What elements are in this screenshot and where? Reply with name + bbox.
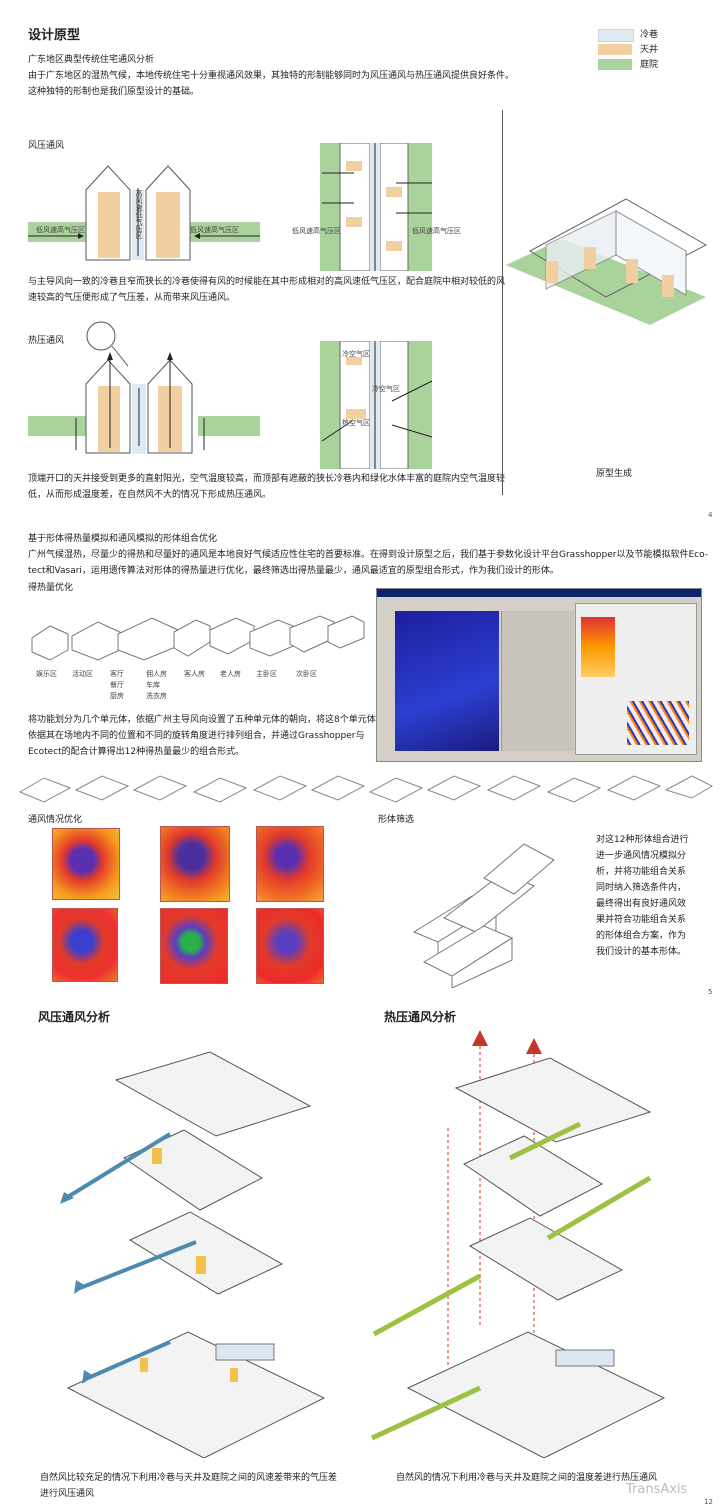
shape-desc-line-6: 果并符合功能组合关系 xyxy=(596,915,687,925)
shape-desc-line-4: 同时纳入筛选条件内， xyxy=(596,883,687,893)
prototype-caption: 原型生成 xyxy=(596,469,633,479)
shape-desc-line-1: 对这12种形体组合进行 xyxy=(596,835,689,845)
page-title: 设计原型 xyxy=(28,28,81,43)
thermal-desc-line-2: 低，从而形成温度差，在自然风不大的情况下形成热压通风。 xyxy=(28,490,272,500)
thermal-analysis-title: 热压通风分析 xyxy=(384,1010,457,1024)
thermal-plan-diagram xyxy=(320,341,433,469)
wind-desc-line-1: 与主导风向一致的冷巷且窄而狭长的冷巷使得有风的时候能在其中形成相对的高风速低气压… xyxy=(28,277,506,287)
wind-low-right-label: 低风速高气压区 xyxy=(190,226,239,234)
wind-plan-low-right: 低风速高气压区 xyxy=(412,227,461,235)
wind-high-center-label: 高风速低气压区 xyxy=(135,190,143,239)
watermark: TransAxis xyxy=(626,1482,688,1497)
wind-exploded-axonometric xyxy=(60,1051,326,1458)
heat-desc-line-2: 依据其在场地内不同的位置和不同的旋转角度进行排列组合，并通过Grasshoppe… xyxy=(28,731,365,741)
shape-desc-line-8: 我们设计的基本形体。 xyxy=(596,947,687,957)
section-subtitle: 广东地区典型传统住宅通风分析 xyxy=(28,55,155,65)
node-canvas xyxy=(501,611,574,751)
wind-plan-low-left: 低风速高气压区 xyxy=(292,227,341,235)
legend-label-garden: 庭院 xyxy=(640,60,659,70)
thermal-hot-label: 热空气区 xyxy=(342,419,370,427)
vent-sim-2 xyxy=(160,826,230,902)
shape-desc-line-5: 最终得出有良好通风效 xyxy=(596,899,687,909)
vent-opt-title: 通风情况优化 xyxy=(28,815,83,825)
wind-section-diagram xyxy=(28,165,260,261)
intro-line-1: 由于广东地区的湿热气候，本地传统住宅十分重视通风效果，其独特的形制能够同时为风压… xyxy=(28,71,515,81)
legend-swatch-courtyard-well xyxy=(598,44,632,55)
wind-analysis-title: 风压通风分析 xyxy=(38,1010,111,1024)
thermal-section-title: 热压通风 xyxy=(28,336,65,346)
vent-sim-5 xyxy=(160,908,228,984)
opt-title: 基于形体得热量模拟和通风模拟的形体组合优化 xyxy=(28,534,218,544)
thermal-section-diagram xyxy=(28,321,260,454)
selected-form-axonometric xyxy=(412,843,555,988)
opt-desc-line-2: tect和Vasari，运用遗传算法对形体的得热量进行优化，最终筛选出得热量最少… xyxy=(28,566,559,576)
column-divider xyxy=(502,110,503,495)
legend-swatch-garden xyxy=(598,59,632,70)
thermal-exploded-axonometric xyxy=(370,1030,666,1458)
thermal-cool-label-2: 冷空气区 xyxy=(372,385,400,393)
heat-desc-line-3: Ecotect的配合计算得出12种得热量最少的组合形式。 xyxy=(28,747,245,757)
page-number-5: 5 xyxy=(708,988,713,996)
wind-section-title: 风压通风 xyxy=(28,141,65,151)
opt-desc-line-1: 广州气候湿热，尽量少的得热和尽量好的通风是本地良好气候适应性住宅的首要标准。在得… xyxy=(28,550,709,560)
wind-analysis-desc-line-2: 进行风压通风 xyxy=(40,1489,95,1499)
viewport-3d xyxy=(395,611,499,751)
software-screenshot xyxy=(376,588,702,762)
vent-sim-1 xyxy=(52,828,120,900)
thermal-analysis-desc: 自然风的情况下利用冷巷与天井及庭院之间的温度差进行热压通风 xyxy=(396,1473,658,1483)
wind-low-left-label: 低风速高气压区 xyxy=(36,226,85,234)
heat-opt-title: 得热量优化 xyxy=(28,583,74,593)
unit-label-7: 主卧区 xyxy=(256,670,277,678)
prototype-axonometric xyxy=(506,198,708,325)
shape-desc-line-7: 的形体组合方案，作为 xyxy=(596,931,687,941)
unit-label-1: 娱乐区 xyxy=(36,670,57,678)
legend-swatch-lane xyxy=(598,29,634,42)
legend-label-courtyard-well: 天井 xyxy=(640,45,659,55)
unit-label-4: 佣人房 车库 洗衣房 xyxy=(146,670,167,700)
intro-line-2: 这种独特的形制也是我们原型设计的基础。 xyxy=(28,87,200,97)
unit-label-3: 客厅 餐厅 厨房 xyxy=(110,670,124,700)
vent-sim-6 xyxy=(256,908,324,984)
vent-sim-4 xyxy=(52,908,118,982)
page-number-12: 12 xyxy=(704,1498,713,1506)
shape-title: 形体筛选 xyxy=(378,815,415,825)
unit-label-6: 老人房 xyxy=(220,670,241,678)
shape-desc-line-2: 进一步通风情况模拟分 xyxy=(596,851,687,861)
thermal-cool-label-1: 冷空气区 xyxy=(342,350,370,358)
page-number-4: 4 xyxy=(708,511,713,519)
thermal-desc-line-1: 顶端开口的天井接受到更多的直射阳光，空气温度较高，而顶部有遮蔽的狭长冷巷内和绿化… xyxy=(28,474,506,484)
vent-sim-3 xyxy=(256,826,324,902)
wind-analysis-desc-line-1: 自然风比较充足的情况下利用冷巷与天井及庭院之间的风速差带来的气压差 xyxy=(40,1473,338,1483)
wind-desc-line-2: 速较高的气压便形成了气压差，从而带来风压通风。 xyxy=(28,293,236,303)
heat-desc-line-1: 将功能划分为几个单元体，依据广州主导风向设置了五种单元体的朝向，将这8个单元体 xyxy=(28,715,376,725)
shape-desc-line-3: 析，并将功能组合关系 xyxy=(596,867,687,877)
wind-plan-diagram xyxy=(320,143,432,271)
unit-label-8: 次卧区 xyxy=(296,670,317,678)
legend-label-lane: 冷巷 xyxy=(640,30,659,40)
twelve-combinations xyxy=(18,775,714,803)
unit-label-2: 活动区 xyxy=(72,670,93,678)
unit-volumes xyxy=(31,615,365,661)
unit-label-5: 客人房 xyxy=(184,670,205,678)
